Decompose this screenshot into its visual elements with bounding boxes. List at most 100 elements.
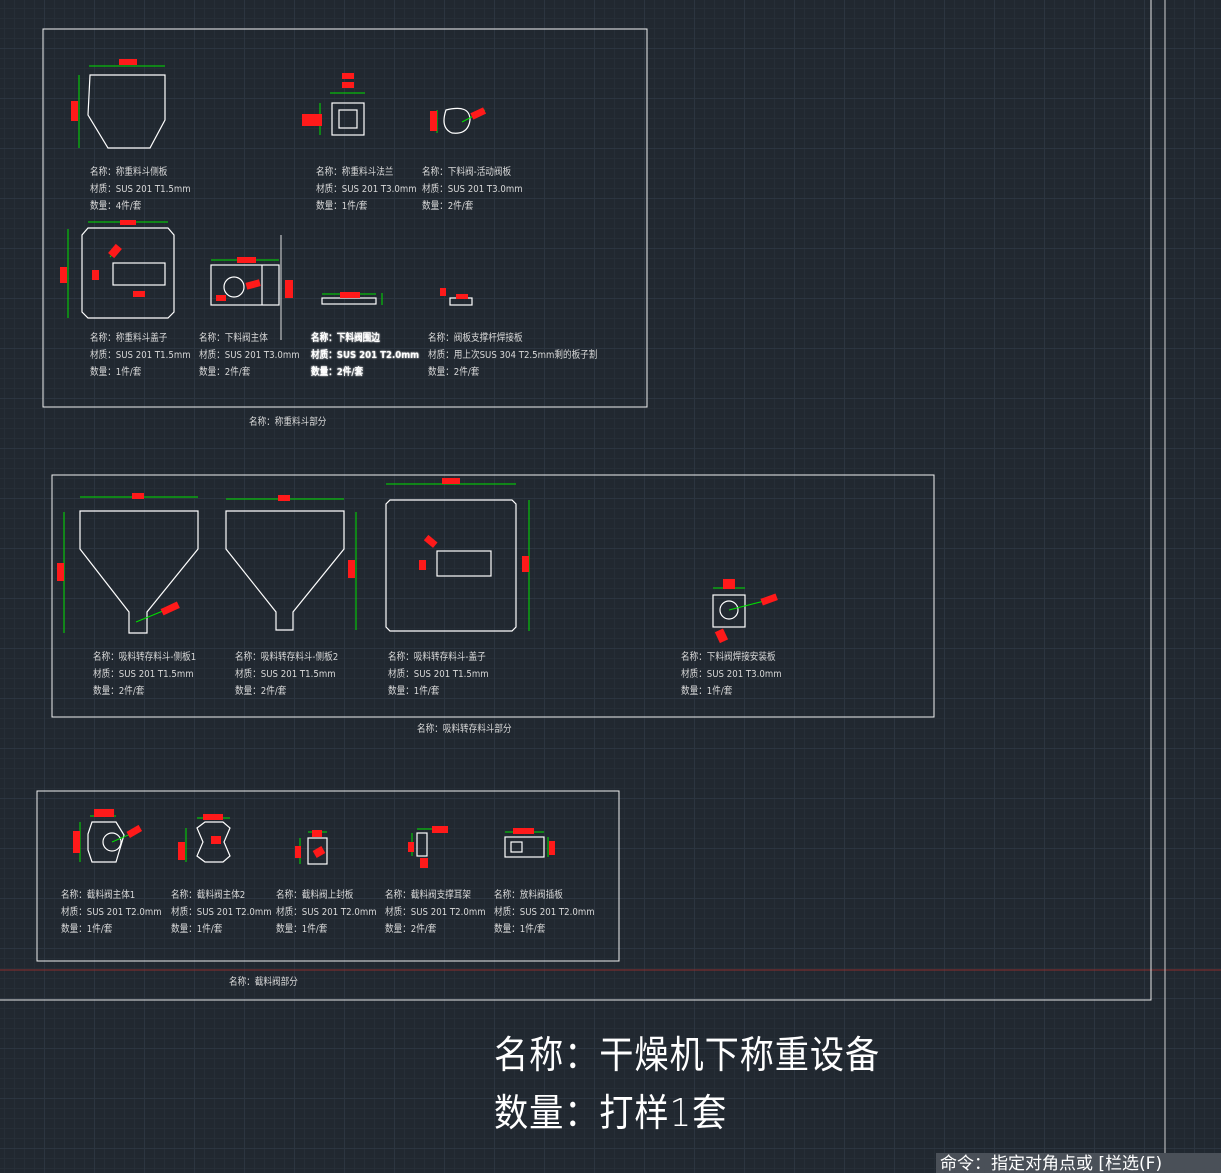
part-label: 名称：下料阀主体 材质：SUS 201 T3.0mm 数量：2件/套 <box>199 330 300 381</box>
section-title: 名称：截料阀部分 <box>229 977 298 988</box>
part-transfer-lid <box>385 499 517 632</box>
part-cutoff-body-1-hole <box>102 832 122 852</box>
part-hopper-lid-slot <box>112 262 166 286</box>
part-material: 材质：SUS 201 T1.5mm <box>388 669 489 680</box>
part-label: 名称：截料阀主体1 材质：SUS 201 T2.0mm 数量：1件/套 <box>61 887 162 938</box>
part-discharge-insert-slot <box>510 841 523 853</box>
part-label: 名称：称重料斗法兰 材质：SUS 201 T3.0mm 数量：1件/套 <box>316 164 417 215</box>
part-flange-inner <box>338 109 358 129</box>
part-material: 材质：SUS 201 T1.5mm <box>90 350 191 361</box>
part-valve-body-hole <box>223 276 245 298</box>
part-cutoff-top-plate <box>307 837 328 865</box>
part-label: 名称：称重料斗盖子 材质：SUS 201 T1.5mm 数量：1件/套 <box>90 330 191 381</box>
part-material: 材质：SUS 201 T2.0mm <box>171 907 272 918</box>
drawing-title-quantity: 数量：打样1套 <box>494 1091 728 1135</box>
part-quantity: 数量：4件/套 <box>90 201 142 212</box>
part-material: 材质：SUS 201 T1.5mm <box>235 669 336 680</box>
part-support-plate <box>449 297 473 306</box>
part-quantity: 数量：2件/套 <box>422 201 474 212</box>
part-material: 材质：SUS 201 T1.5mm <box>90 184 191 195</box>
drawing-frame <box>0 0 1152 1001</box>
part-quantity: 数量：1件/套 <box>316 201 368 212</box>
part-name: 名称：称重料斗侧板 <box>90 167 168 178</box>
part-material: 材质：SUS 201 T2.0mm <box>311 350 420 361</box>
part-valve-plate <box>443 107 471 134</box>
part-hopper-side-plate <box>87 74 166 149</box>
part-label: 名称：吸料转存料斗-侧板1 材质：SUS 201 T1.5mm 数量：2件/套 <box>93 649 196 700</box>
section-frame-transfer <box>51 474 935 718</box>
part-cutoff-body-1 <box>87 821 125 863</box>
part-quantity: 数量：1件/套 <box>61 924 113 935</box>
part-label: 名称：吸料转存料斗-侧板2 材质：SUS 201 T1.5mm 数量：2件/套 <box>235 649 338 700</box>
part-transfer-side-2 <box>225 510 345 631</box>
part-name: 名称：截料阀支撑耳架 <box>385 890 471 901</box>
part-material: 材质：SUS 201 T2.0mm <box>385 907 486 918</box>
drawing-title-name: 名称：干燥机下称重设备 <box>494 1033 881 1077</box>
part-quantity: 数量：2件/套 <box>385 924 437 935</box>
part-quantity: 数量：2件/套 <box>199 367 251 378</box>
part-name: 名称：称重料斗盖子 <box>90 333 168 344</box>
part-label: 名称：下料阀-活动阀板 材质：SUS 201 T3.0mm 数量：2件/套 <box>422 164 523 215</box>
part-material: 材质：SUS 201 T2.0mm <box>276 907 377 918</box>
part-quantity: 数量：2件/套 <box>93 686 145 697</box>
part-name: 名称：吸料转存料斗-侧板1 <box>93 652 197 663</box>
part-material: 材质：SUS 201 T3.0mm <box>316 184 417 195</box>
part-quantity: 数量：2件/套 <box>428 367 480 378</box>
part-label: 名称：下料阀焊接安装板 材质：SUS 201 T3.0mm 数量：1件/套 <box>681 649 782 700</box>
part-quantity: 数量：1件/套 <box>494 924 546 935</box>
part-quantity: 数量：2件/套 <box>235 686 287 697</box>
part-material: 材质：SUS 201 T1.5mm <box>93 669 194 680</box>
part-name: 名称：截料阀主体1 <box>61 890 136 901</box>
part-material: 材质：SUS 201 T3.0mm <box>199 350 300 361</box>
part-valve-weld-plate <box>712 594 746 628</box>
section-title: 名称：吸料转存料斗部分 <box>417 724 512 735</box>
command-line-prompt[interactable]: 命令：指定对角点或 [栏选(F) <box>936 1153 1221 1173</box>
part-quantity: 数量：1件/套 <box>276 924 328 935</box>
part-material: 材质：SUS 201 T2.0mm <box>61 907 162 918</box>
part-quantity: 数量：2件/套 <box>311 367 364 378</box>
part-cutoff-bracket <box>416 832 428 857</box>
part-valve-weld-plate-hole <box>719 600 739 620</box>
part-material: 材质：SUS 201 T2.0mm <box>494 907 595 918</box>
part-name: 名称：截料阀上封板 <box>276 890 354 901</box>
part-quantity: 数量：1件/套 <box>90 367 142 378</box>
part-name: 名称：称重料斗法兰 <box>316 167 394 178</box>
section-title: 名称：称重料斗部分 <box>249 417 327 428</box>
part-name: 名称：下料阀主体 <box>199 333 268 344</box>
part-label-selected[interactable]: 名称：下料阀围边 材质：SUS 201 T2.0mm 数量：2件/套 <box>311 330 419 381</box>
part-transfer-side-1 <box>79 510 199 634</box>
part-name: 名称：吸料转存料斗-侧板2 <box>235 652 339 663</box>
part-quantity: 数量：1件/套 <box>171 924 223 935</box>
part-label: 名称：放料阀插板 材质：SUS 201 T2.0mm 数量：1件/套 <box>494 887 595 938</box>
part-valve-edge <box>321 297 377 305</box>
part-label: 名称：阀板支撑杆焊接板 材质：用上次SUS 304 T2.5mm剩的板子割 数量… <box>428 330 597 381</box>
part-name: 名称：下料阀焊接安装板 <box>681 652 776 663</box>
part-geometry <box>79 74 746 865</box>
part-label: 名称：称重料斗侧板 材质：SUS 201 T1.5mm 数量：4件/套 <box>90 164 191 215</box>
part-label: 名称：吸料转存料斗-盖子 材质：SUS 201 T1.5mm 数量：1件/套 <box>388 649 489 700</box>
part-valve-body <box>210 264 280 306</box>
section-frame-cutoff <box>36 790 620 962</box>
part-label: 名称：截料阀支撑耳架 材质：SUS 201 T2.0mm 数量：2件/套 <box>385 887 486 938</box>
dimension-values <box>57 59 778 868</box>
part-cutoff-body-2 <box>196 821 231 863</box>
part-quantity: 数量：1件/套 <box>681 686 733 697</box>
part-name: 名称：吸料转存料斗-盖子 <box>388 652 486 663</box>
part-material: 材质：用上次SUS 304 T2.5mm剩的板子割 <box>428 350 598 361</box>
part-material: 材质：SUS 201 T3.0mm <box>422 184 523 195</box>
part-material: 材质：SUS 201 T3.0mm <box>681 669 782 680</box>
part-discharge-insert <box>504 836 545 858</box>
part-transfer-lid-slot <box>436 550 492 577</box>
part-name: 名称：下料阀-活动阀板 <box>422 167 512 178</box>
part-flange-outer <box>331 102 365 136</box>
part-name: 名称：下料阀围边 <box>311 333 380 344</box>
part-quantity: 数量：1件/套 <box>388 686 440 697</box>
part-hopper-lid <box>81 227 175 319</box>
part-name: 名称：截料阀主体2 <box>171 890 246 901</box>
part-name: 名称：阀板支撑杆焊接板 <box>428 333 523 344</box>
part-name: 名称：放料阀插板 <box>494 890 563 901</box>
part-label: 名称：截料阀主体2 材质：SUS 201 T2.0mm 数量：1件/套 <box>171 887 272 938</box>
part-label: 名称：截料阀上封板 材质：SUS 201 T2.0mm 数量：1件/套 <box>276 887 377 938</box>
section-frame-weighing <box>42 28 648 408</box>
